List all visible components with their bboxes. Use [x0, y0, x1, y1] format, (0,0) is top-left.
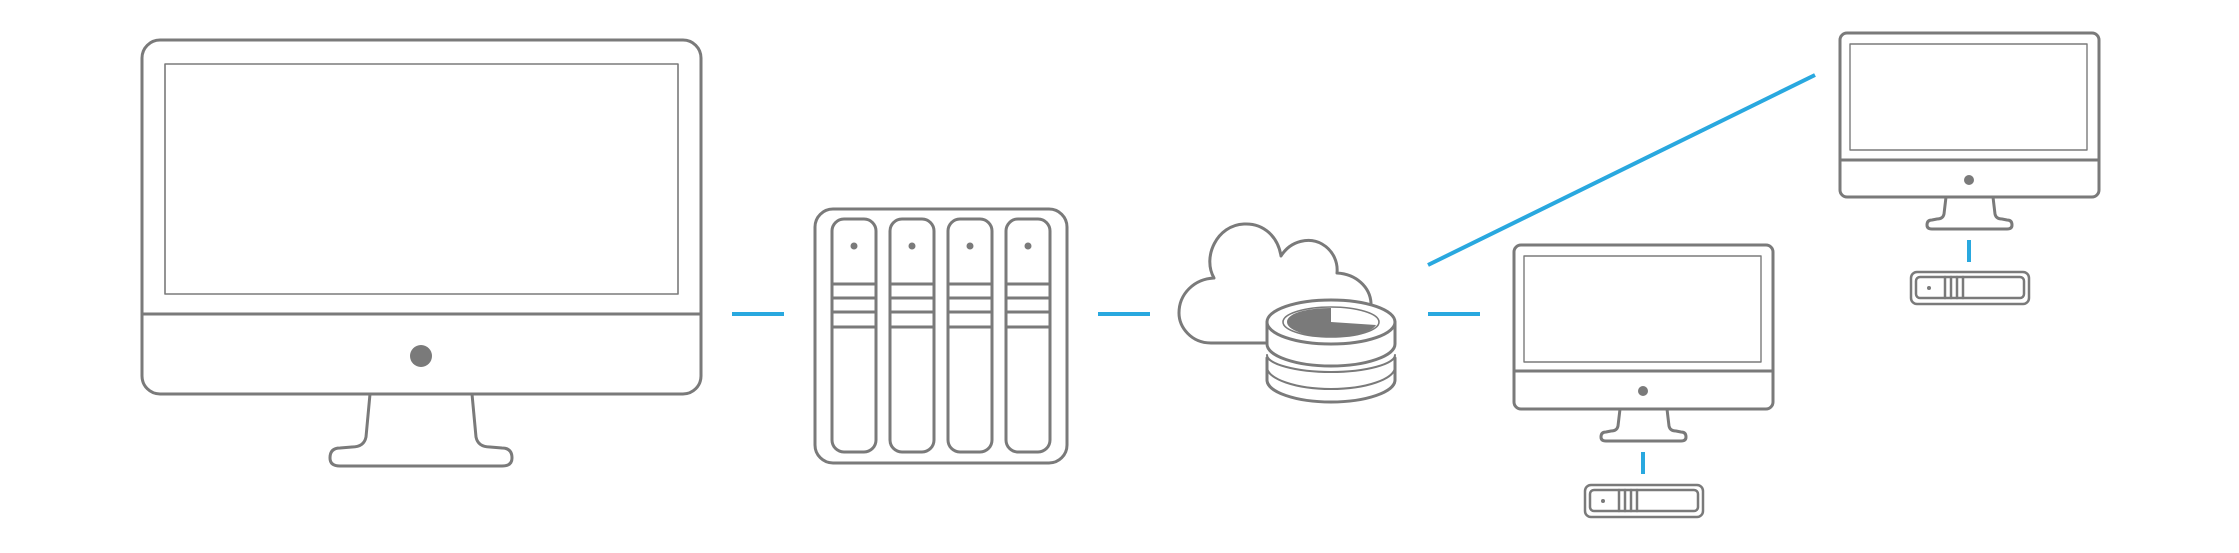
main-computer-imac-icon: [140, 38, 703, 468]
nas-enclosure: [813, 207, 1069, 465]
nas-4-bay-icon: [813, 207, 1069, 465]
nas-bay-2: [888, 217, 936, 454]
connector-cloud-to-remote-2: [1427, 73, 1816, 267]
cloud-database-icon: [1177, 222, 1397, 404]
main-computer-body: [140, 38, 703, 396]
remote-computer-2-logo: [1964, 175, 1974, 185]
nas-bay-4: [1004, 217, 1052, 454]
database-pie-chart: [1287, 308, 1376, 337]
nas-bay-3: [946, 217, 994, 454]
main-computer-logo: [410, 345, 432, 367]
remote-computer-2-body: [1838, 31, 2101, 199]
remote-computer-1-imac-icon: [1512, 243, 1775, 443]
remote-computer-1-stand: [1599, 407, 1688, 443]
remote-computer-1-screen: [1523, 255, 1762, 363]
main-computer-stand: [328, 392, 514, 468]
usb-drive-2-icon: [1909, 270, 2031, 306]
cloud-outline: [1177, 222, 1373, 345]
usb-drive-1-icon: [1583, 483, 1705, 519]
remote-computer-2-stand: [1925, 195, 2014, 231]
main-computer-screen: [164, 63, 679, 295]
remote-computer-1-body: [1512, 243, 1775, 411]
nas-bay-1: [830, 217, 878, 454]
remote-computer-2-screen: [1849, 43, 2088, 151]
remote-computer-2-imac-icon: [1838, 31, 2101, 231]
remote-computer-1-logo: [1638, 386, 1648, 396]
